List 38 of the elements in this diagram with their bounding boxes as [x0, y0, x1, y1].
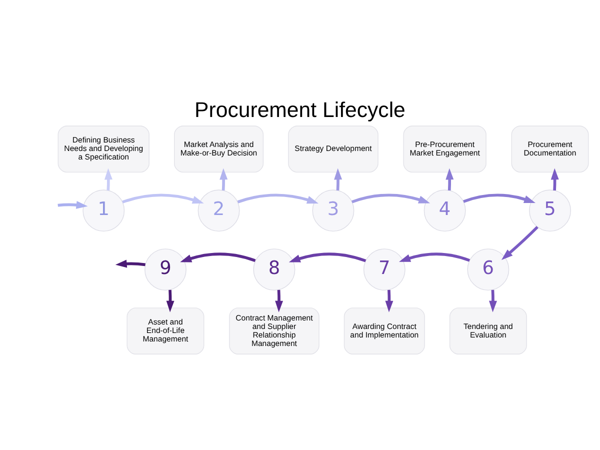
arrow	[122, 193, 204, 204]
node-circle: 8	[253, 248, 296, 290]
node-circle: 9	[144, 248, 186, 290]
arrow	[115, 259, 146, 268]
node-circle: 1	[82, 189, 125, 232]
node-box: Pre-Procurement Market Engagement	[403, 125, 486, 172]
arrow	[550, 168, 559, 190]
arrow	[237, 193, 318, 204]
arrow	[288, 252, 366, 262]
node-circle: 5	[529, 189, 571, 232]
node-box: Market Analysis and Make-or-Buy Decision	[174, 125, 264, 172]
node-box: Defining Business Needs and Developing a Specification	[58, 125, 150, 172]
node-circle: 2	[198, 189, 240, 232]
node-circle: 6	[467, 248, 510, 290]
arrow	[104, 168, 112, 190]
node-box: Asset and End-of-Life Management	[126, 307, 204, 354]
arrow	[220, 168, 228, 190]
arrow	[352, 193, 430, 203]
node-circle: 7	[363, 248, 406, 290]
arrow	[463, 193, 536, 202]
arrow	[446, 168, 454, 190]
arrow	[166, 289, 174, 312]
node-box: Strategy Development	[288, 125, 378, 172]
node-box: Contract Management and Supplier Relationship Management	[229, 307, 320, 354]
arrow	[398, 252, 470, 262]
node-box: Procurement Documentation	[511, 125, 589, 172]
node-circle: 4	[424, 189, 466, 232]
arrow	[501, 226, 538, 260]
node-circle: 3	[312, 189, 354, 232]
arrow	[334, 168, 342, 190]
node-box: Awarding Contract and Implementation	[344, 307, 425, 354]
node-box: Tendering and Evaluation	[449, 307, 527, 354]
arrow	[489, 289, 497, 312]
arrow	[275, 289, 284, 312]
arrow	[58, 200, 88, 208]
arrow	[385, 289, 394, 312]
arrow	[180, 252, 256, 262]
diagram-title: Procurement Lifecycle	[194, 97, 406, 122]
